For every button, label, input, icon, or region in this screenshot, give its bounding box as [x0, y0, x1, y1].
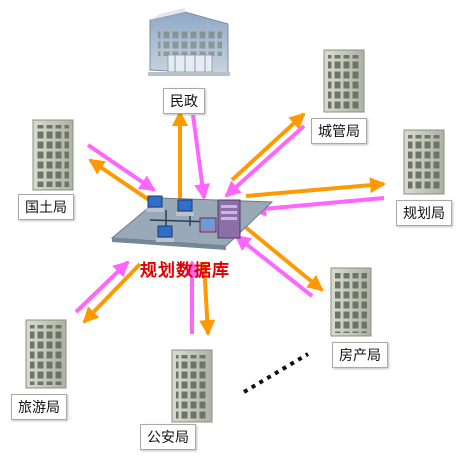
arrow-out-fangchan [242, 224, 324, 292]
government-building-icon [148, 8, 230, 76]
node-label-lvyou: 旅游局 [11, 394, 67, 420]
computer-icon-3 [156, 225, 174, 242]
computer-icon-1 [146, 195, 164, 212]
node-label-gongan: 公安局 [140, 424, 196, 450]
arrow-in-minzheng [191, 114, 211, 200]
hub-title: 规划数据库 [140, 261, 230, 281]
computer-icon-2 [176, 199, 194, 216]
node-label-minzheng: 民政 [163, 88, 205, 114]
arrow-in-guotu [86, 143, 156, 192]
building-icon-lvyou [25, 319, 67, 389]
arrow-in-lvyou [74, 260, 130, 314]
node-label-fangchan: 房产局 [332, 342, 388, 368]
arrow-out-chengguan [230, 112, 306, 182]
building-icon-chengguan [323, 49, 365, 113]
building-icon-guotu [32, 119, 74, 191]
building-icon-guihua [403, 129, 445, 195]
node-label-guotu: 国土局 [18, 194, 74, 220]
node-label-chengguan: 城管局 [311, 118, 367, 144]
arrow-out-lvyou [82, 262, 142, 324]
arrow-out-guihua [245, 177, 386, 198]
more-departments-dots [242, 352, 310, 394]
arrow-in-fangchan [234, 234, 314, 298]
database-hub [110, 195, 274, 250]
arrow-in-guihua [250, 196, 385, 217]
arrow-in-chengguan [224, 124, 306, 198]
node-label-guihua: 规划局 [396, 200, 452, 226]
arrow-out-guotu [88, 158, 154, 204]
building-icon-gongan [171, 349, 213, 423]
building-icon-fangchan [330, 267, 372, 337]
connection-arrows [74, 110, 386, 336]
server-icon [199, 199, 241, 239]
arrow-out-gongan [199, 261, 216, 336]
